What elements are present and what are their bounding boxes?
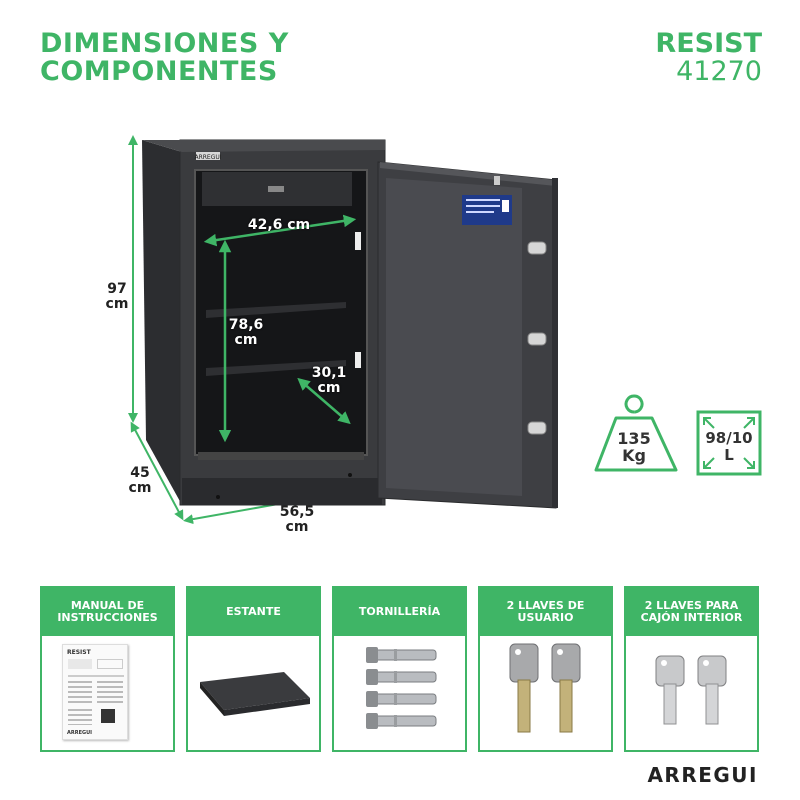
volume-icon: [696, 410, 762, 476]
door-bolt-1: [527, 241, 547, 255]
screws-image: [366, 647, 437, 729]
inner-depth-value: 30,1: [311, 365, 347, 381]
inner-width-line: [203, 214, 357, 247]
brand-logo: ARREGUI: [647, 763, 758, 787]
door-bolt-2: [527, 332, 547, 346]
user-key-1: [509, 643, 539, 733]
component-shelf-label: ESTANTE: [188, 588, 319, 636]
height-label: 97 cm: [100, 282, 134, 312]
manual-footer: ARREGUI: [67, 730, 93, 736]
component-drawer-keys: 2 LLAVES PARA CAJÓN INTERIOR: [624, 586, 759, 752]
drawer-key-2: [697, 655, 727, 725]
weight-value: 135: [617, 429, 651, 448]
door-bolt-3: [527, 421, 547, 435]
width-value: 56,5: [279, 504, 315, 520]
manual-title: RESIST: [67, 649, 91, 656]
safe-top-face: [142, 140, 385, 152]
component-screws-label: TORNILLERÍA: [334, 588, 465, 636]
weight-unit: Kg: [622, 446, 646, 465]
depth-label: 45 cm: [120, 466, 160, 496]
model-code: 41270: [676, 56, 762, 87]
depth-dimension-line: [130, 421, 184, 521]
component-user-keys: 2 LLAVES DE USUARIO: [478, 586, 613, 752]
volume-badge-text: 98/10 L: [698, 430, 760, 464]
title-line-1: DIMENSIONES Y: [40, 28, 289, 59]
safe-brand-plate-text: ARREGUI: [194, 154, 221, 161]
component-shelf: ESTANTE: [186, 586, 321, 752]
depth-unit: cm: [128, 480, 152, 496]
model-label: RESIST 41270: [655, 30, 762, 86]
volume-value: 98/10: [705, 429, 753, 447]
user-keys-image: [509, 643, 581, 733]
user-key-2: [551, 643, 581, 733]
height-value: 97: [107, 281, 127, 297]
width-label: 56,5 cm: [272, 505, 322, 535]
safe-brand-plate: [196, 152, 220, 160]
model-name: RESIST: [655, 28, 762, 59]
width-unit: cm: [285, 519, 309, 535]
volume-unit: L: [724, 446, 734, 464]
shelf-1: [206, 302, 346, 318]
manual-document: RESIST ARREGUI: [62, 644, 128, 740]
safe-illustration: ARREGUI: [128, 135, 762, 525]
inner-height-label: 78,6 cm: [226, 318, 266, 348]
safe-side-face: [142, 140, 182, 505]
component-drawer-keys-label: 2 LLAVES PARA CAJÓN INTERIOR: [626, 588, 757, 636]
inner-depth-unit: cm: [317, 380, 341, 396]
shelf-image: [200, 672, 310, 716]
component-manual: MANUAL DE INSTRUCCIONES RESIST ARREGUI: [40, 586, 175, 752]
inner-depth-label: 30,1 cm: [310, 366, 348, 396]
door-inner-panel: [386, 178, 522, 496]
title-line-2: COMPONENTES: [40, 56, 278, 87]
inner-height-unit: cm: [234, 332, 258, 348]
safe-base: [182, 478, 382, 505]
page-title: DIMENSIONES Y COMPONENTES: [40, 30, 289, 86]
component-screws: TORNILLERÍA: [332, 586, 467, 752]
drawer-keys-image: [655, 655, 727, 725]
shelf-2: [206, 360, 346, 376]
component-manual-label: MANUAL DE INSTRUCCIONES: [42, 588, 173, 636]
height-unit: cm: [105, 296, 129, 312]
depth-value: 45: [130, 465, 150, 481]
inner-height-value: 78,6: [228, 317, 264, 333]
inner-depth-line: [297, 377, 351, 425]
weight-icon: [594, 394, 678, 472]
inner-width-label: 42,6 cm: [247, 217, 311, 233]
drawer-key-1: [655, 655, 685, 725]
weight-badge-text: 135 Kg: [606, 430, 662, 464]
component-user-keys-label: 2 LLAVES DE USUARIO: [480, 588, 611, 636]
